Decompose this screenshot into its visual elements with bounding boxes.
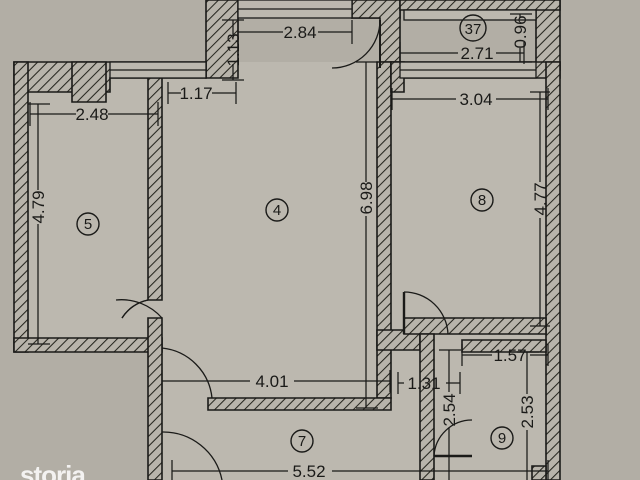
room-label-9: 9 [498,430,506,447]
dimension-4-79: 4.79 [29,190,48,223]
door-swing-room9 [433,419,473,457]
wall-between-5-and-4 [147,77,163,301]
dimension-5-52: 5.52 [292,462,325,480]
dimension-1-13: 1.13 [224,33,243,66]
room-label-4: 4 [273,202,281,219]
dimension-lines [28,13,550,480]
door-swing-corridor-a [161,347,213,399]
room-label-7: 7 [298,433,306,450]
room-label-group [76,14,514,453]
room-label-5: 5 [84,216,92,233]
room-circle-7 [290,429,314,453]
dimension-4-77: 4.77 [531,182,550,215]
wall-corridor-left [147,317,163,480]
dimension-3-04: 3.04 [459,90,492,109]
dimension-1-17: 1.17 [179,84,212,103]
dimension-1-31: 1.31 [407,374,440,393]
dimension-4-01: 4.01 [255,372,288,391]
door-swing-room4 [115,299,163,319]
wall-room8-bottom [403,317,547,335]
wall-room5-top-nib [71,61,107,103]
dimension-0-96: 0.96 [511,15,530,48]
room-circle-5 [76,212,100,236]
exterior-left [0,0,14,480]
wall-top-edge [399,0,561,11]
room-label-8: 8 [478,192,486,209]
dimension-2-48: 2.48 [75,105,108,124]
text-layer: 5 4 8 37 9 7 2.84 1.17 2.48 2.71 3.04 4.… [29,15,550,480]
wall-room5-bottom [13,337,163,353]
dimension-1-57: 1.57 [493,346,526,365]
dimension-2-54: 2.54 [440,393,459,426]
room-circle-4 [265,198,289,222]
wall-room9-bottom-nib [531,465,547,480]
door-swing-room8 [403,291,449,335]
dimension-2-71: 2.71 [460,44,493,63]
exterior-right [560,0,640,480]
room-circle-37 [459,14,487,42]
dimension-6-98: 6.98 [357,181,376,214]
dimension-2-53: 2.53 [518,395,537,428]
exterior-bottom-left [0,352,162,480]
room-circle-8 [470,188,494,212]
room-circle-9 [490,426,514,450]
wall-corridor-bottom [207,397,392,411]
wall-right-exterior [545,61,561,480]
room-label-37: 37 [465,21,482,38]
wall-room9-left [419,333,435,480]
dimension-2-84: 2.84 [283,23,316,42]
wall-left-exterior [13,61,29,353]
